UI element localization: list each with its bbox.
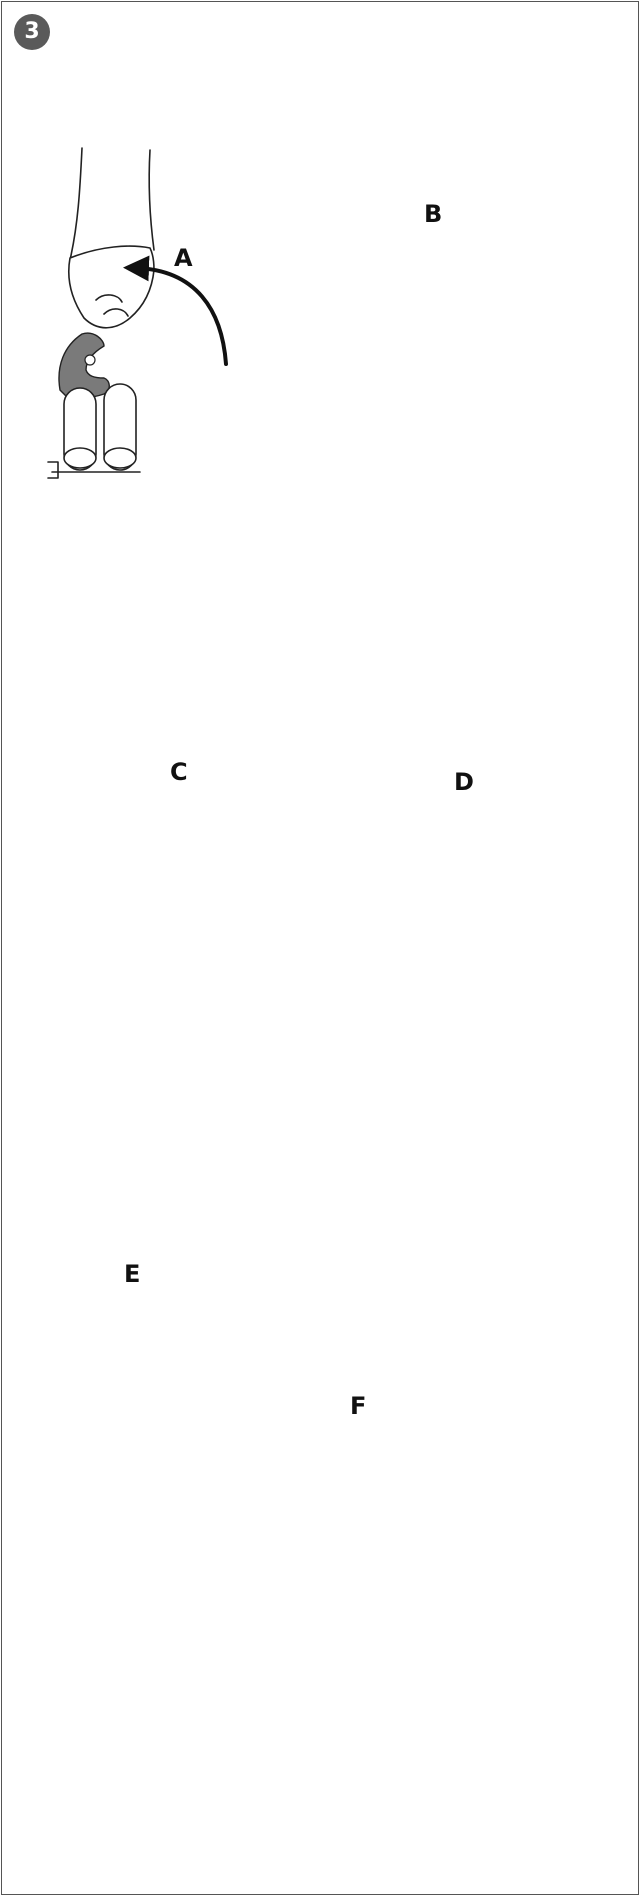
label-a: A: [174, 244, 193, 272]
panel-a-illustration: [48, 148, 226, 478]
label-b: B: [424, 200, 442, 228]
label-f: F: [350, 1392, 366, 1420]
label-d: D: [454, 768, 474, 796]
label-c: C: [170, 758, 188, 786]
label-e: E: [124, 1260, 140, 1288]
